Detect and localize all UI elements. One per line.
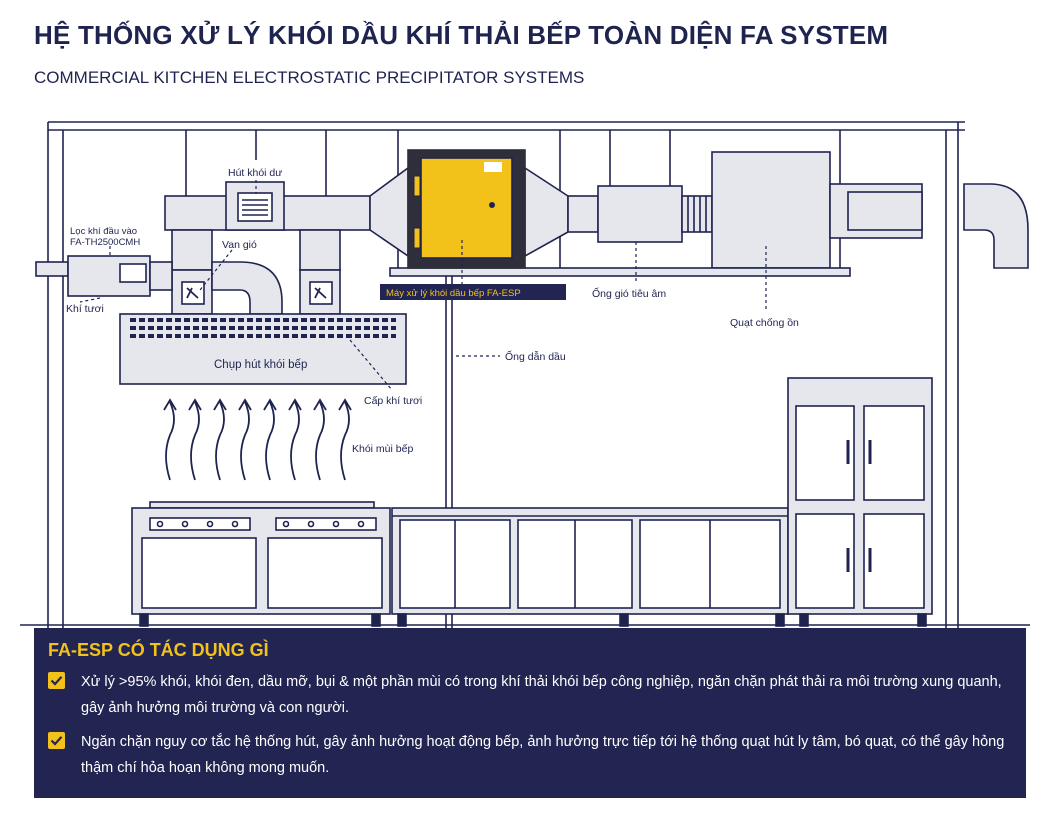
kitchen-stove — [131, 501, 391, 615]
info-bullet-text: Xử lý >95% khói, khói đen, dầu mỡ, bụi &… — [81, 674, 1002, 716]
label-damper: Van gió — [222, 239, 257, 251]
info-bullet-text: Ngăn chặn nguy cơ tắc hệ thống hút, gây … — [81, 734, 1005, 776]
furniture-feet — [139, 613, 927, 627]
check-icon — [48, 732, 65, 749]
check-icon — [48, 672, 65, 689]
label-air-filter: Lọc khí đầu vào — [70, 226, 137, 237]
kitchen-hood — [119, 313, 407, 385]
label-cooking-smoke: Khói mùi bếp — [352, 443, 413, 455]
info-box: FA-ESP CÓ TÁC DỤNG GÌ Xử lý >95% khói, k… — [34, 628, 1026, 798]
info-bullet: Xử lý >95% khói, khói đen, dầu mỡ, bụi &… — [48, 669, 1012, 721]
info-box-title: FA-ESP CÓ TÁC DỤNG GÌ — [48, 640, 269, 660]
vent-grille-icon — [237, 192, 273, 222]
tall-cabinet — [787, 377, 933, 615]
page-subtitle: COMMERCIAL KITCHEN ELECTROSTATIC PRECIPI… — [34, 68, 585, 87]
smoke-arrows — [163, 398, 352, 481]
label-oil-pipe: Ống dẫn dầu — [505, 349, 566, 363]
label-hood: Chụp hút khói bếp — [214, 359, 307, 371]
label-residual-smoke: Hút khói dư — [228, 167, 282, 179]
building-frame — [20, 121, 1030, 628]
esp-label: Máy xử lý khói dầu bếp FA-ESP — [386, 288, 521, 299]
esp-machine — [407, 149, 526, 269]
kitchen-exhaust-diagram: Máy xử lý khói dầu bếp FA-ESP Hút khói d… — [20, 121, 1030, 628]
duct-system — [35, 151, 1029, 315]
counter-cabinets — [391, 507, 789, 615]
label-leaders — [79, 180, 767, 391]
damper-right-icon — [309, 281, 333, 305]
label-fresh-air: Khí tươi — [66, 303, 104, 315]
info-bullet: Ngăn chặn nguy cơ tắc hệ thống hút, gây … — [48, 729, 1012, 781]
label-fresh-supply: Cấp khí tươi — [364, 395, 422, 407]
esp-logo-icon — [484, 162, 502, 172]
esp-label-tag — [380, 284, 566, 300]
label-fan: Quạt chống ồn — [730, 317, 799, 329]
label-silencer: Ống gió tiêu âm — [592, 286, 666, 300]
page-title: HỆ THỐNG XỬ LÝ KHÓI DẦU KHÍ THẢI BẾP TOÀ… — [34, 20, 889, 50]
damper-left-icon — [181, 281, 205, 305]
label-air-filter-model: FA-TH2500CMH — [70, 237, 140, 248]
